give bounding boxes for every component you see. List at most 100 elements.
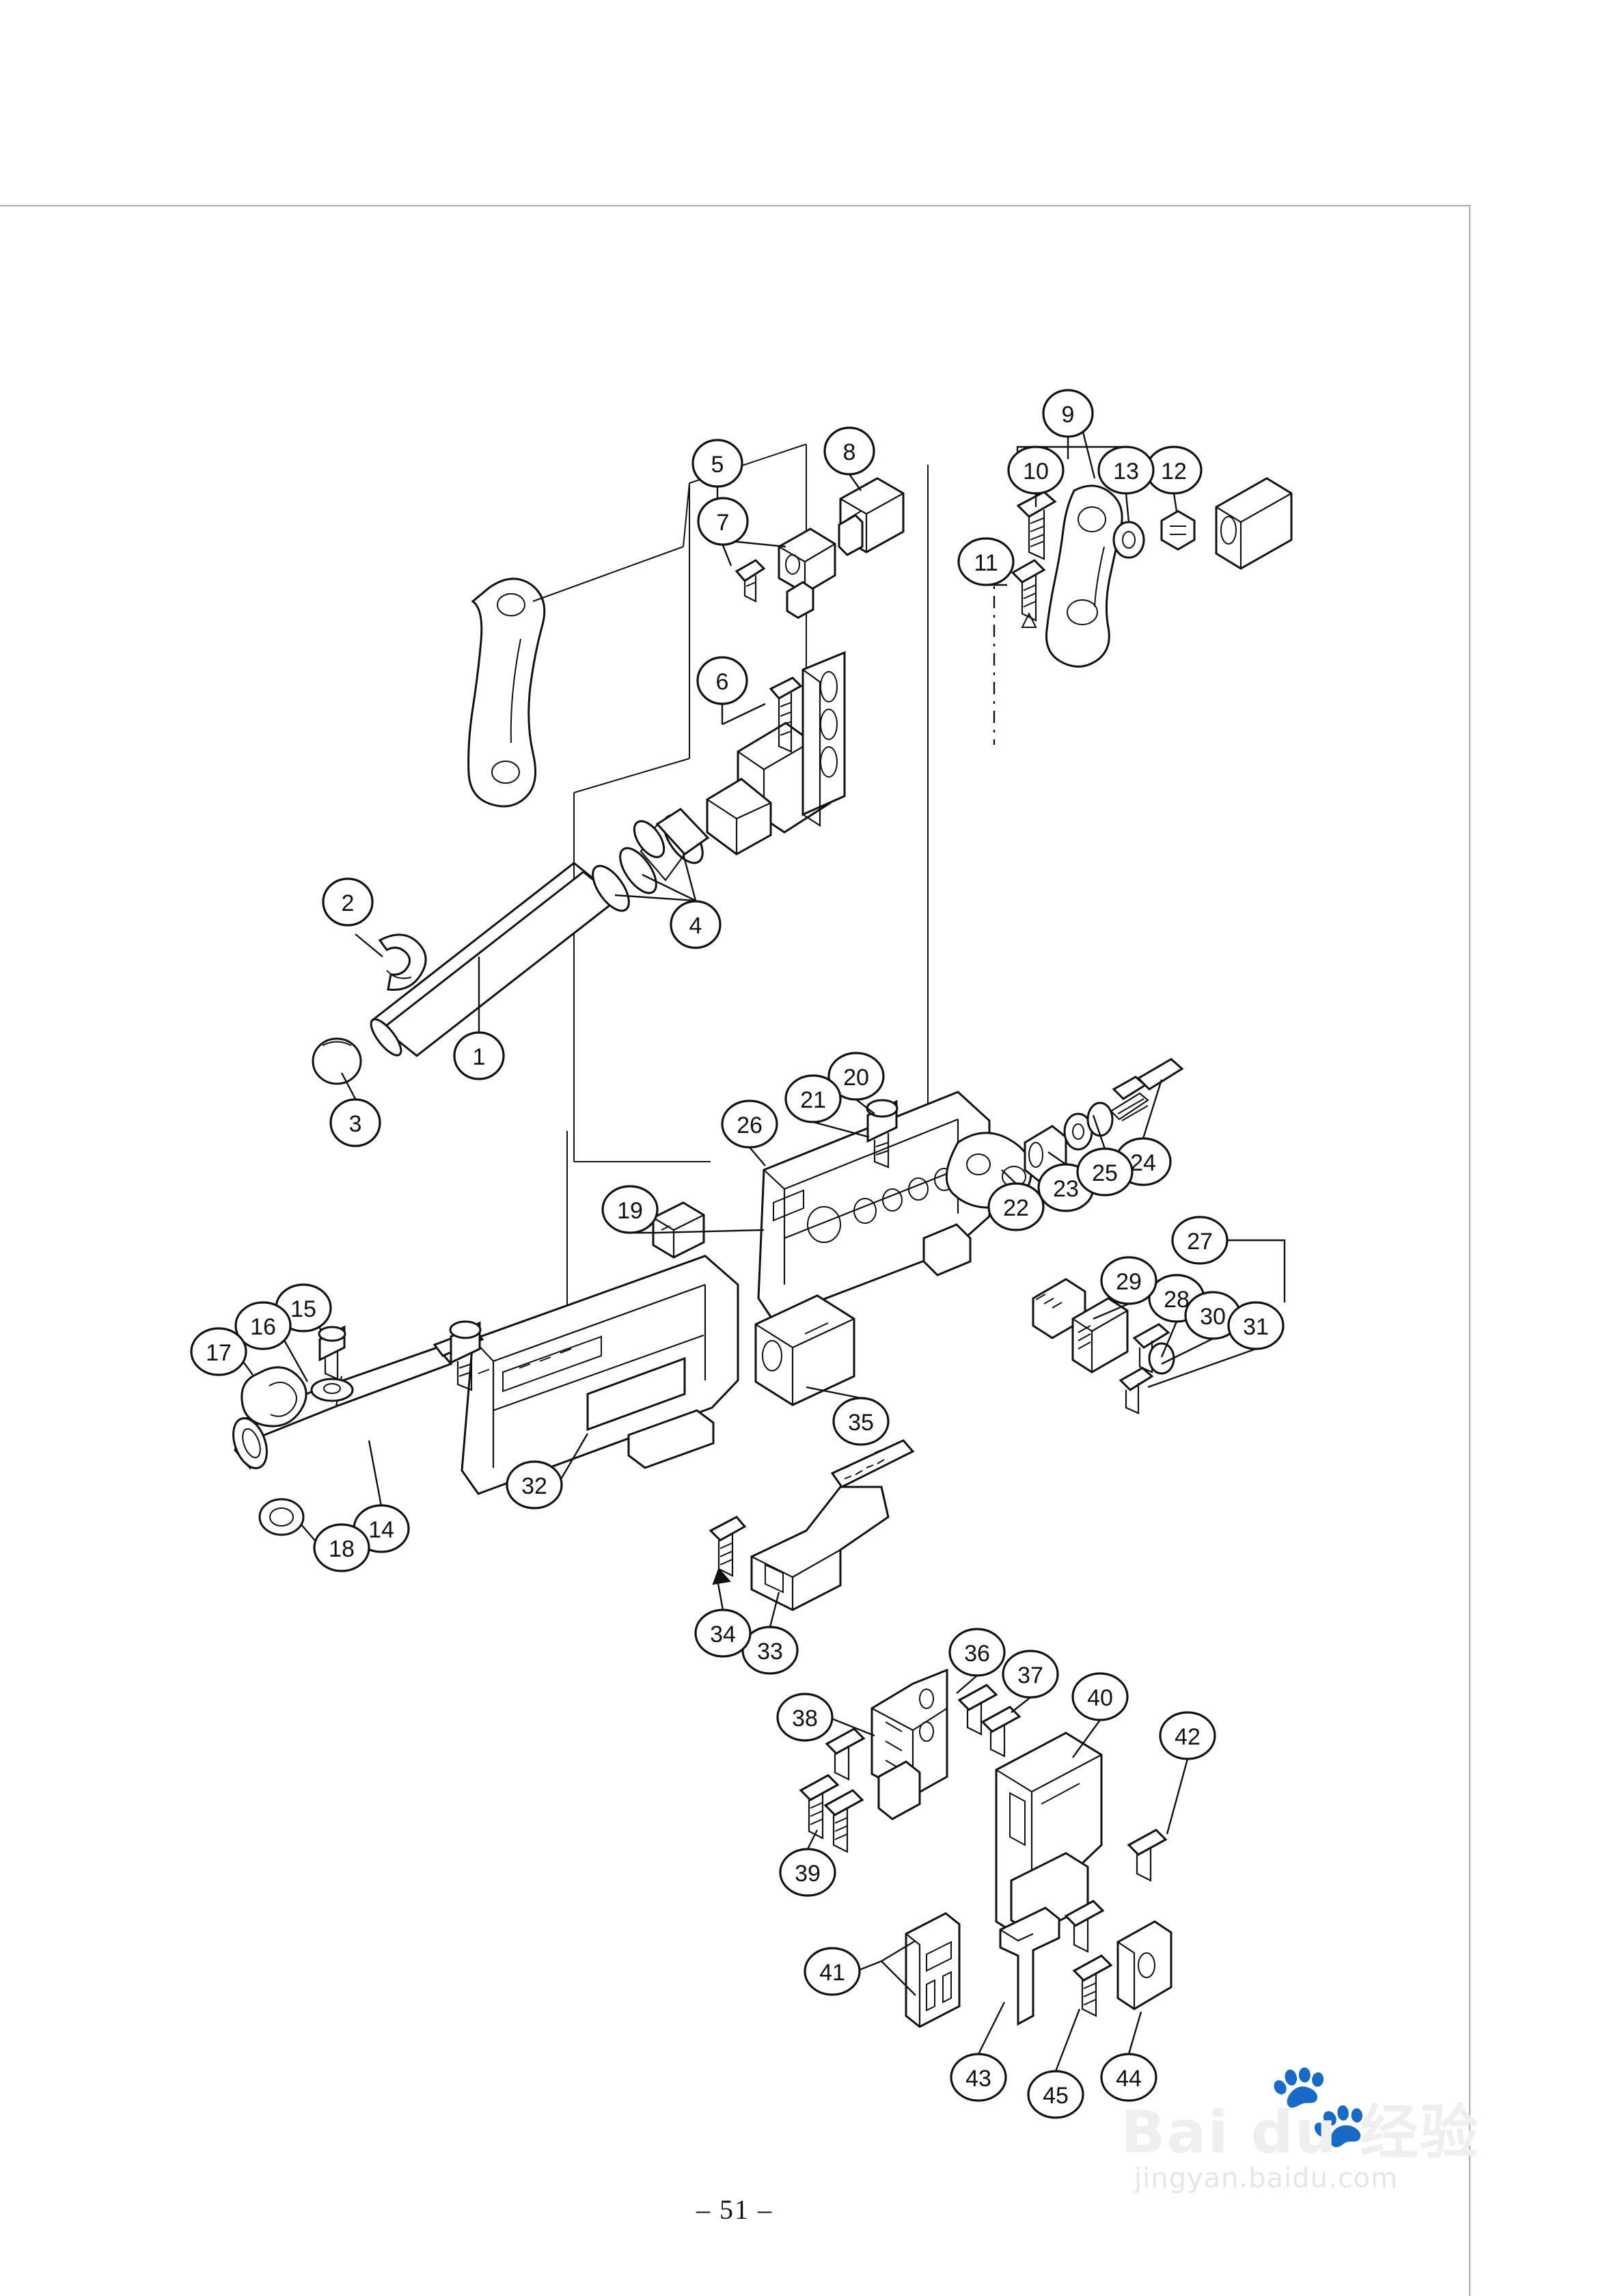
part-1-shaft [370, 862, 620, 1057]
callout-34: 34 [694, 1609, 752, 1658]
svg-text:34: 34 [710, 1622, 736, 1648]
callout-19: 19 [601, 1185, 659, 1234]
svg-text:24: 24 [1130, 1150, 1156, 1176]
part-3-cap [312, 1037, 362, 1085]
callout-39: 39 [779, 1848, 836, 1897]
part-9-13-group [1011, 477, 1293, 668]
svg-text:1: 1 [473, 1044, 486, 1070]
svg-text:33: 33 [757, 1639, 783, 1665]
part-26-long-bracket [757, 1091, 991, 1320]
svg-text:25: 25 [1092, 1160, 1118, 1186]
part-2-retaining-ring [378, 933, 427, 992]
svg-text:21: 21 [800, 1087, 826, 1113]
curved-arm-bracket [467, 482, 690, 808]
svg-text:10: 10 [1023, 459, 1049, 484]
svg-text:36: 36 [964, 1641, 990, 1667]
svg-text:12: 12 [1161, 459, 1187, 484]
svg-text:41: 41 [819, 1960, 845, 1986]
callout-12: 12 [1145, 446, 1203, 495]
callout-bubbles: 1 2 3 4 5 6 7 8 9 10 11 12 13 14 15 16 1… [190, 389, 1285, 2119]
callout-2: 2 [322, 877, 374, 927]
callout-37: 37 [1002, 1650, 1059, 1699]
part-36-39-bracket [799, 1668, 1021, 1853]
svg-text:32: 32 [521, 1473, 547, 1499]
svg-text:31: 31 [1243, 1314, 1269, 1340]
callout-35: 35 [832, 1397, 890, 1446]
svg-text:14: 14 [368, 1517, 394, 1543]
svg-text:26: 26 [737, 1112, 763, 1138]
callout-32: 32 [506, 1460, 563, 1509]
callout-22: 22 [987, 1182, 1045, 1231]
callout-18: 18 [313, 1523, 370, 1572]
svg-text:22: 22 [1003, 1195, 1029, 1221]
callout-20-upper: 20 [827, 1052, 885, 1101]
callout-11: 11 [957, 537, 1015, 586]
svg-text:23: 23 [1053, 1176, 1079, 1202]
callout-7: 7 [697, 497, 749, 546]
svg-text:13: 13 [1113, 459, 1139, 484]
leader-lines [218, 418, 1286, 2072]
part-4-collars [592, 808, 710, 912]
svg-text:28: 28 [1164, 1287, 1190, 1313]
part-41-plate [905, 1912, 961, 2028]
svg-text:38: 38 [792, 1706, 818, 1732]
svg-text:11: 11 [974, 550, 998, 576]
callout-29: 29 [1100, 1256, 1157, 1305]
svg-text:45: 45 [1043, 2083, 1069, 2109]
callout-38: 38 [776, 1693, 834, 1742]
part-27-31-group [1032, 1278, 1175, 1414]
callout-1: 1 [453, 1031, 505, 1080]
callout-40: 40 [1071, 1672, 1129, 1721]
svg-text:29: 29 [1116, 1269, 1142, 1295]
svg-text:42: 42 [1175, 1724, 1201, 1750]
callout-9: 9 [1042, 389, 1094, 438]
svg-text:40: 40 [1087, 1685, 1113, 1711]
page-number: – 51 – [696, 2194, 773, 2225]
svg-text:18: 18 [329, 1536, 355, 1562]
svg-text:6: 6 [716, 669, 729, 695]
callout-27: 27 [1171, 1216, 1229, 1265]
callout-45: 45 [1027, 2070, 1084, 2119]
svg-text:2: 2 [342, 890, 355, 916]
callout-16: 16 [234, 1301, 292, 1350]
svg-text:30: 30 [1200, 1304, 1226, 1330]
part-20-21-screws-lower [449, 1320, 482, 1391]
part-5-7-8-group [735, 477, 905, 619]
svg-text:19: 19 [617, 1198, 643, 1224]
svg-text:4: 4 [689, 913, 702, 939]
part-18-ring [258, 1498, 305, 1536]
svg-text:15: 15 [290, 1296, 316, 1322]
callout-8: 8 [823, 426, 875, 476]
callout-13: 13 [1097, 446, 1155, 495]
callout-3: 3 [329, 1098, 381, 1147]
callout-4: 4 [670, 900, 722, 949]
svg-text:43: 43 [965, 2066, 991, 2092]
callout-36: 36 [948, 1628, 1006, 1677]
svg-text:16: 16 [250, 1314, 276, 1340]
callout-6: 6 [696, 656, 748, 705]
svg-text:8: 8 [843, 439, 856, 465]
svg-text:27: 27 [1187, 1229, 1213, 1255]
callout-41: 41 [804, 1947, 861, 1996]
svg-text:35: 35 [848, 1410, 874, 1436]
svg-text:20: 20 [843, 1065, 869, 1091]
callout-10: 10 [1007, 446, 1065, 495]
part-6-crank-block [706, 651, 846, 856]
svg-text:39: 39 [795, 1861, 821, 1887]
svg-text:7: 7 [717, 510, 730, 536]
callout-42: 42 [1159, 1711, 1216, 1760]
callout-26: 26 [721, 1099, 778, 1149]
part-43-45-pin [999, 1906, 1060, 2026]
svg-text:44: 44 [1116, 2066, 1142, 2092]
callout-30: 30 [1184, 1291, 1242, 1340]
callout-44: 44 [1100, 2053, 1157, 2102]
svg-text:5: 5 [711, 452, 724, 478]
callout-21-upper: 21 [784, 1074, 842, 1123]
callout-17: 17 [190, 1327, 247, 1376]
svg-text:17: 17 [206, 1340, 232, 1366]
callout-31: 31 [1227, 1301, 1285, 1350]
callout-43: 43 [950, 2053, 1007, 2102]
page-frame-right [1469, 205, 1470, 2296]
